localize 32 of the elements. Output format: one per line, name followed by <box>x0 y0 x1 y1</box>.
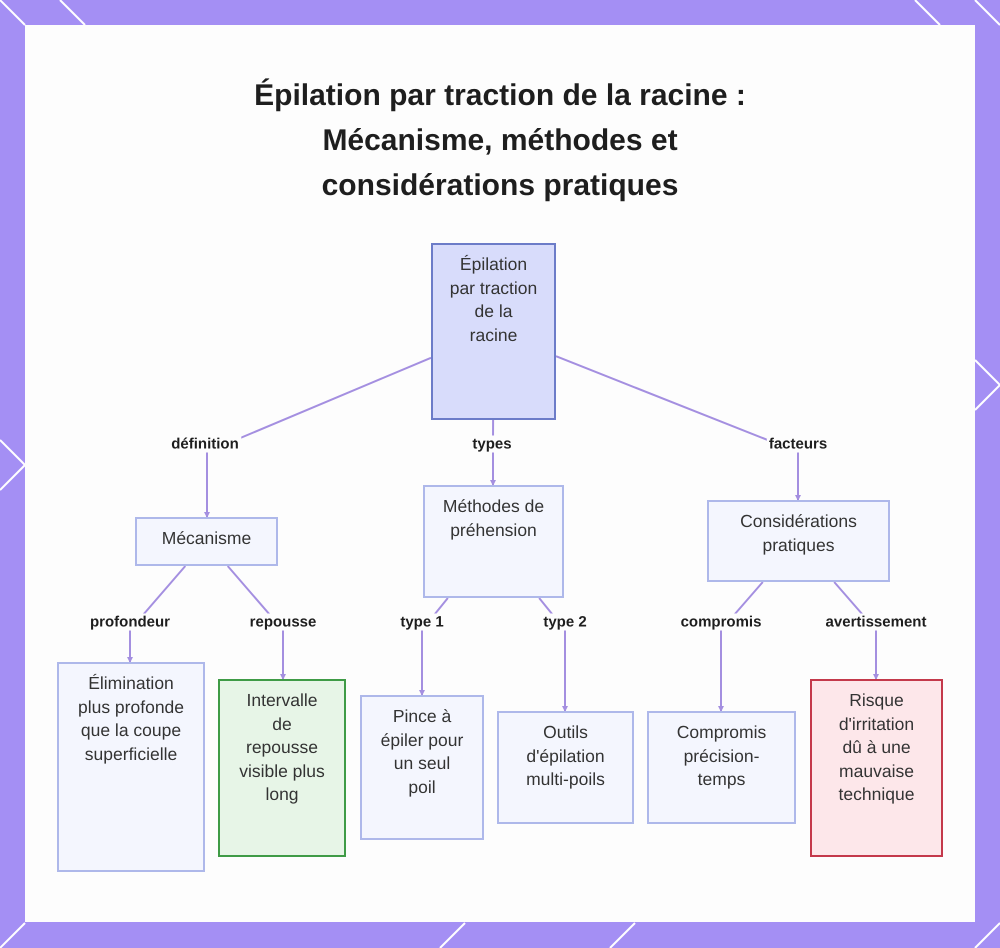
node-text: Risque d'irritation dû à une mauvaise technique <box>838 689 916 806</box>
node-text: Considérations pratiques <box>739 510 858 557</box>
concept-box <box>707 500 890 582</box>
node-text: Intervalle de repousse visible plus long <box>238 689 326 806</box>
node-text: Outils d'épilation multi-poils <box>525 721 606 791</box>
title: Épilation par traction de la racine : Mécanisme, méthodes et considérations pratiques <box>253 77 747 204</box>
concept-box <box>423 485 564 598</box>
concept-box <box>57 662 205 872</box>
concept-box <box>218 679 346 857</box>
arrow <box>204 356 432 518</box>
edge-label: type 2 <box>541 614 589 630</box>
edge-label: avertissement <box>824 614 928 630</box>
edge-label: compromis <box>678 614 764 630</box>
node-text: Élimination plus profonde que la coupe superficielle <box>76 672 186 766</box>
concept-box <box>497 711 634 824</box>
concept-box <box>431 243 556 420</box>
node-text: Compromis précision-temps <box>676 721 768 791</box>
edge-label: type 1 <box>398 614 446 630</box>
concept-box <box>647 711 796 824</box>
edge-label: types <box>470 436 514 452</box>
concept-box <box>360 695 484 840</box>
edge-label: définition <box>169 436 241 452</box>
edge-label: profondeur <box>88 614 172 630</box>
node-text: Pince à épiler pour un seul poil <box>380 705 464 799</box>
edge-label: facteurs <box>766 436 830 452</box>
node-text: Méthodes de préhension <box>442 495 546 542</box>
concept-box <box>810 679 943 857</box>
node-text: Mécanisme <box>162 527 252 550</box>
concept-box <box>135 517 278 566</box>
edge-label: repousse <box>248 614 318 630</box>
arrow <box>556 355 801 501</box>
node-text: Épilation par traction de la racine <box>449 253 538 346</box>
